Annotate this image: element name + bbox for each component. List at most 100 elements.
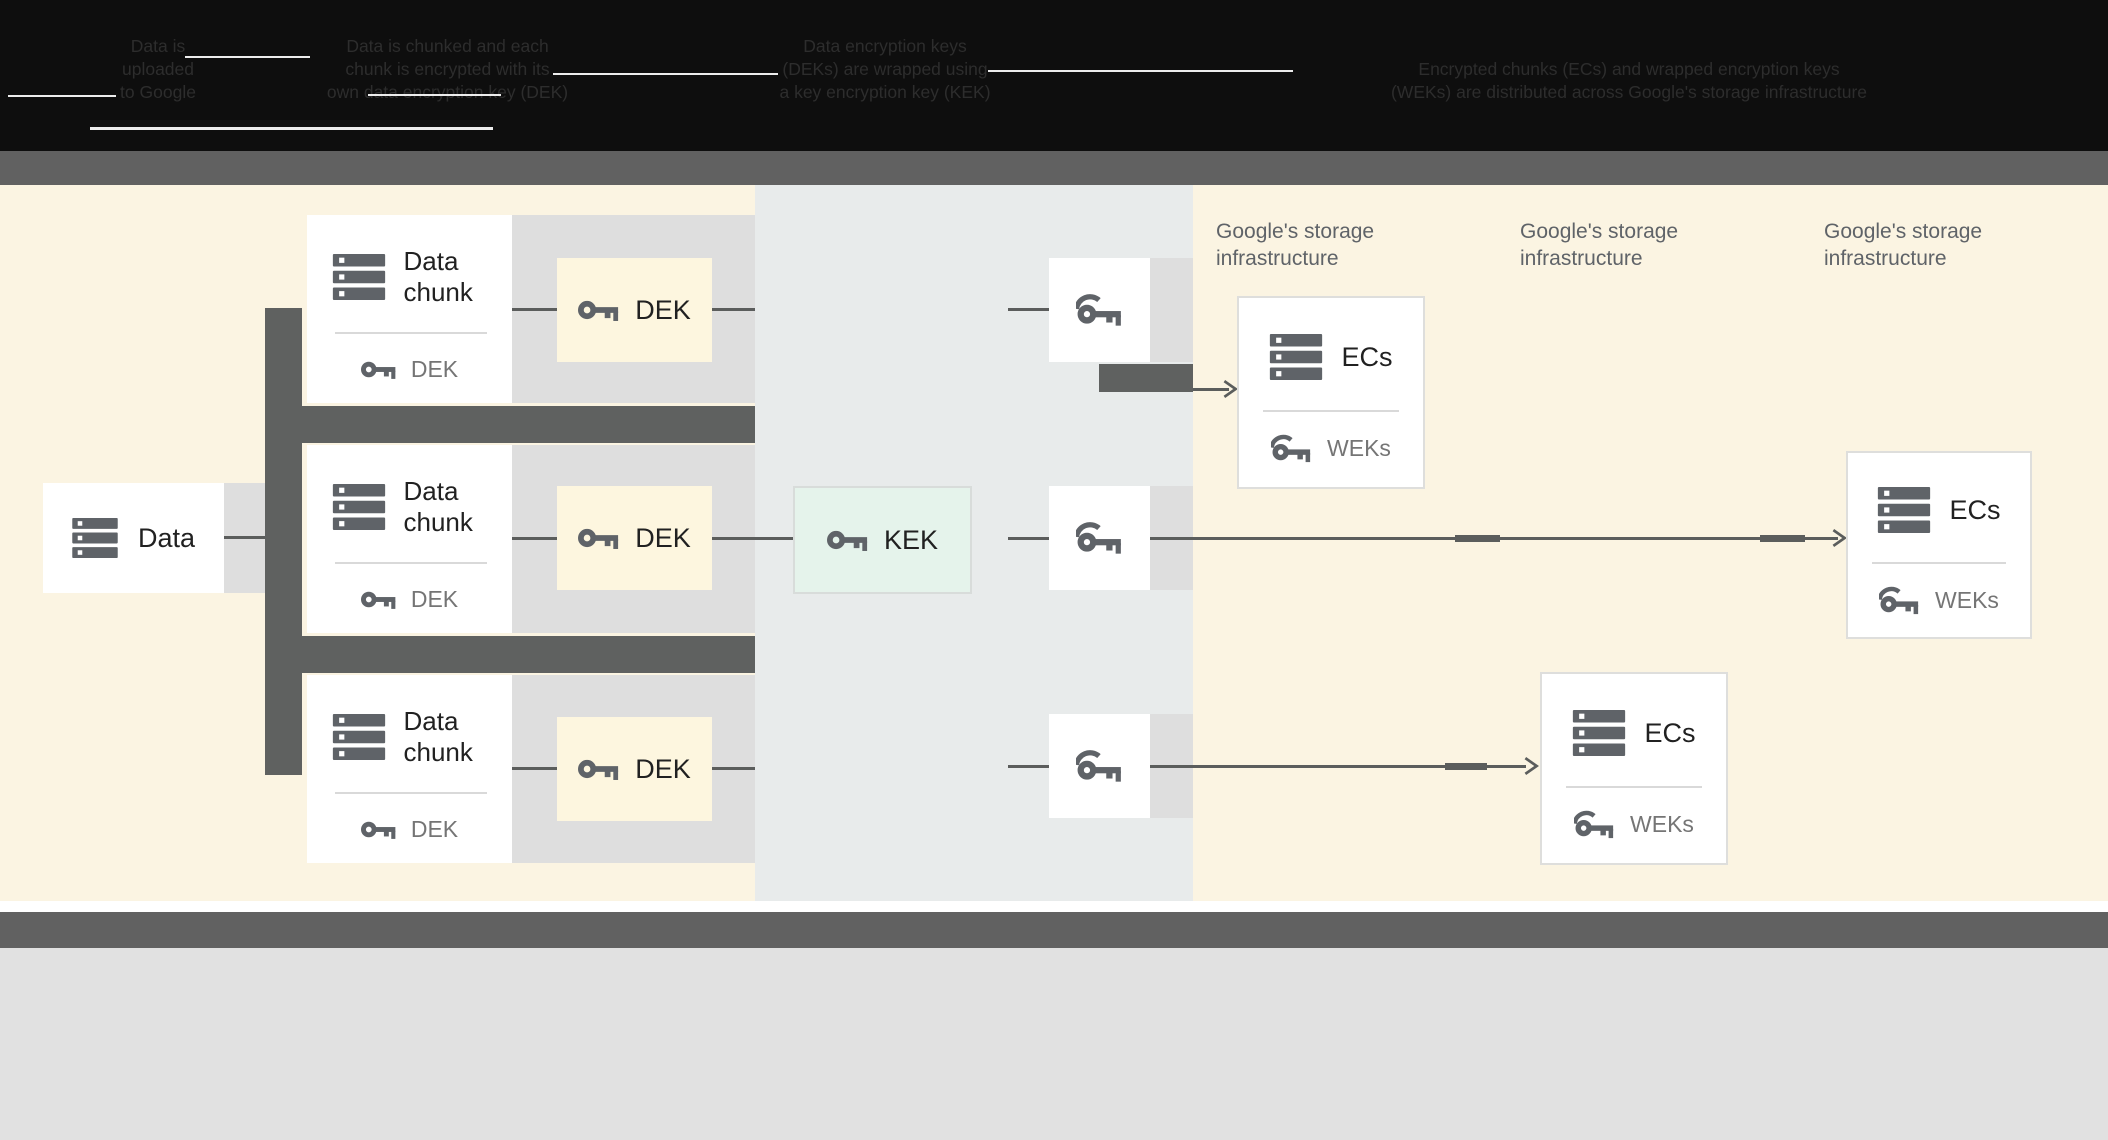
caption-line: Encrypted chunks (ECs) and wrapped encry…	[1418, 59, 1840, 79]
box-divider	[335, 332, 487, 334]
kek-box-label: KEK	[883, 524, 939, 555]
key-icon	[360, 361, 396, 379]
connector-keybox-stub	[1008, 765, 1050, 768]
dek-box: DEK	[557, 717, 712, 821]
storage-infrastructure-label: Google's storage infrastructure	[1520, 218, 1678, 272]
chunk-box-label: Data chunk	[403, 706, 473, 767]
storage-infrastructure-label: Google's storage infrastructure	[1216, 218, 1374, 272]
caption-line: own data encryption key (DEK)	[326, 82, 569, 102]
key-icon	[826, 530, 868, 551]
chunk-box-top: Data chunk	[307, 699, 512, 775]
ecs-box-bottom: WEKs	[1848, 578, 2030, 622]
connector-dek-out	[712, 308, 755, 311]
chunk-box-top: Data chunk	[307, 469, 512, 545]
wrapped-key-box	[1049, 258, 1150, 362]
underline-artifact	[185, 56, 310, 58]
key-icon	[578, 300, 619, 321]
header-band: Data is uploaded to Google Data is chunk…	[0, 0, 2108, 151]
kek-box: KEK	[793, 486, 972, 594]
row-gap-bar	[265, 636, 755, 673]
key-icon	[360, 591, 396, 609]
storage-icon	[1878, 487, 1931, 533]
arrow-dash	[1455, 535, 1500, 542]
connector-data-trunk	[224, 536, 265, 539]
chunk-dek-label: DEK	[410, 585, 459, 612]
storage-icon	[1270, 334, 1323, 380]
wrapped-key-icon	[1574, 810, 1614, 838]
connector-chunk-dek	[512, 537, 557, 540]
wek-transfer-bar	[1099, 364, 1193, 392]
storage-label-line: Google's storage	[1520, 220, 1679, 243]
ecs-box-label: ECs	[1949, 494, 2001, 525]
bottom-white-gap	[0, 901, 2108, 912]
storage-icon	[332, 484, 385, 530]
connector-keybox-stub	[1008, 537, 1050, 540]
underline-artifact	[368, 94, 501, 96]
arrow-dash	[1760, 535, 1805, 542]
wrapped-key-box	[1049, 714, 1150, 818]
caption-line: a key encryption key (KEK)	[779, 82, 991, 102]
caption-line: Data is	[130, 36, 186, 56]
underline-artifact	[90, 127, 493, 130]
header-caption-wrapping: Data encryption keys (DEKs) are wrapped …	[740, 35, 1030, 104]
caption-line: to Google	[120, 82, 196, 102]
header-caption-upload: Data is uploaded to Google	[88, 35, 228, 104]
data-chunk-box: Data chunk DEK	[307, 445, 512, 633]
ecs-box-label: ECs	[1341, 341, 1393, 372]
wrapped-key-icon	[1879, 586, 1919, 614]
underline-artifact	[553, 73, 778, 75]
storage-icon	[72, 518, 118, 558]
caption-line: (WEKs) are distributed across Google's s…	[1390, 82, 1868, 102]
ecs-box: ECs WEKs	[1540, 672, 1728, 865]
key-icon	[578, 528, 619, 549]
connector-dek-kek	[712, 537, 793, 540]
ecs-box-label: ECs	[1644, 717, 1696, 748]
chunk-box-bottom: DEK	[307, 579, 512, 619]
data-chunk-box: Data chunk DEK	[307, 675, 512, 863]
arrowhead-icon	[1832, 529, 1847, 547]
wrapped-key-icon	[1271, 434, 1311, 462]
storage-icon	[332, 254, 385, 300]
wrapped-key-icon	[1075, 750, 1121, 782]
box-divider	[335, 562, 487, 564]
bottom-divider-bar	[0, 912, 2108, 948]
dek-box-label: DEK	[635, 294, 691, 325]
data-box: Data	[43, 483, 224, 593]
ecs-box-top: ECs	[1848, 477, 2030, 543]
dek-box: DEK	[557, 486, 712, 590]
ecs-box: ECs WEKs	[1846, 451, 2032, 639]
arrowhead-icon	[1524, 757, 1539, 775]
chunk-box-bottom: DEK	[307, 349, 512, 389]
connector-dek-out	[712, 767, 755, 770]
storage-infrastructure-label: Google's storage infrastructure	[1824, 218, 1982, 272]
row-gap-bar	[265, 406, 755, 443]
key-icon	[360, 821, 396, 839]
chunk-box-bottom: DEK	[307, 809, 512, 849]
storage-icon	[332, 714, 385, 760]
ecs-box-bottom: WEKs	[1542, 802, 1726, 846]
storage-label-line: Google's storage	[1216, 220, 1375, 243]
box-divider	[1263, 410, 1399, 412]
ecs-weks-label: WEKs	[1935, 586, 1999, 613]
header-caption-storage: Encrypted chunks (ECs) and wrapped encry…	[1324, 58, 1934, 104]
arrow-line-to-ecs1	[1193, 388, 1229, 391]
wrapped-key-icon	[1075, 294, 1121, 326]
data-chunk-box: Data chunk DEK	[307, 215, 512, 403]
footer-band: Default Google Encryption Key encryption…	[0, 948, 2108, 1140]
storage-label-line: infrastructure	[1824, 247, 1947, 270]
wrapped-key-icon	[1075, 522, 1121, 554]
ecs-box-top: ECs	[1239, 324, 1423, 390]
header-caption-chunking: Data is chunked and each chunk is encryp…	[295, 35, 600, 104]
ecs-box-top: ECs	[1542, 700, 1726, 766]
connector-chunk-dek	[512, 308, 557, 311]
chunk-dek-label: DEK	[410, 355, 459, 382]
dek-box-label: DEK	[635, 522, 691, 553]
chunk-box-label: Data chunk	[403, 246, 473, 307]
top-divider-bar	[0, 151, 2108, 185]
box-divider	[335, 792, 487, 794]
arrow-dash	[1445, 763, 1487, 770]
trunk-connector	[265, 308, 302, 775]
storage-label-line: Google's storage	[1824, 220, 1983, 243]
underline-artifact	[8, 95, 116, 97]
